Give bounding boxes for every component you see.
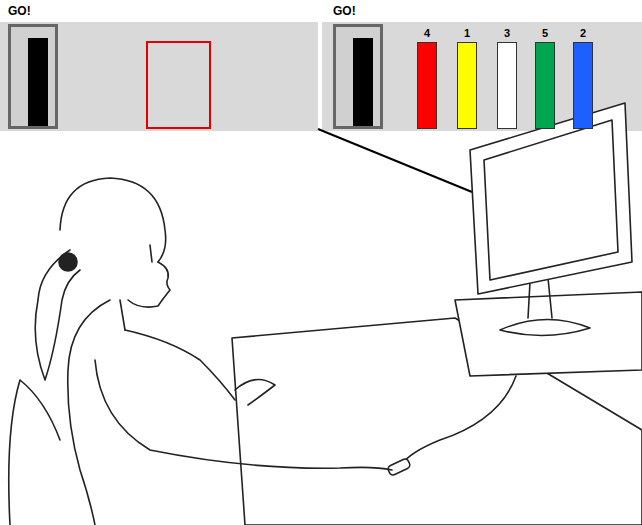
back bbox=[68, 300, 110, 525]
chair bbox=[9, 380, 60, 525]
left-panel bbox=[0, 22, 318, 131]
color-bar: 1 bbox=[457, 26, 477, 129]
color-bar: 2 bbox=[573, 26, 593, 129]
go-signal-box: GO! bbox=[333, 3, 383, 129]
monitor-screen bbox=[484, 120, 618, 280]
bar-fill bbox=[497, 42, 517, 129]
electrode bbox=[59, 253, 77, 271]
color-bar: 5 bbox=[535, 26, 555, 129]
person-at-computer bbox=[9, 103, 642, 525]
monitor bbox=[470, 103, 632, 294]
bar-fill bbox=[457, 42, 477, 129]
bar-fill bbox=[573, 42, 593, 129]
leader-line bbox=[318, 129, 472, 192]
go-label: GO! bbox=[333, 3, 383, 19]
arm bbox=[95, 360, 392, 470]
cable bbox=[400, 376, 516, 466]
black-bar bbox=[353, 38, 373, 126]
color-bar: 4 bbox=[417, 26, 437, 129]
bar-fill bbox=[417, 42, 437, 129]
red-frame bbox=[147, 42, 210, 128]
go-frame bbox=[8, 24, 58, 129]
go-label: GO! bbox=[8, 3, 58, 19]
hand bbox=[235, 380, 275, 405]
color-bar: 3 bbox=[497, 26, 517, 129]
bar-number: 2 bbox=[573, 26, 593, 41]
bar-number: 4 bbox=[417, 26, 437, 41]
face bbox=[128, 262, 170, 307]
bar-number: 5 bbox=[535, 26, 555, 41]
cap-strap bbox=[120, 245, 152, 330]
button bbox=[387, 458, 411, 476]
black-bar bbox=[28, 38, 48, 126]
bar-number: 3 bbox=[497, 26, 517, 41]
go-frame bbox=[333, 24, 383, 129]
ponytail bbox=[35, 250, 80, 380]
bar-number: 1 bbox=[457, 26, 477, 41]
bar-fill bbox=[535, 42, 555, 129]
chest bbox=[125, 330, 235, 400]
go-signal-box: GO! bbox=[8, 3, 58, 129]
